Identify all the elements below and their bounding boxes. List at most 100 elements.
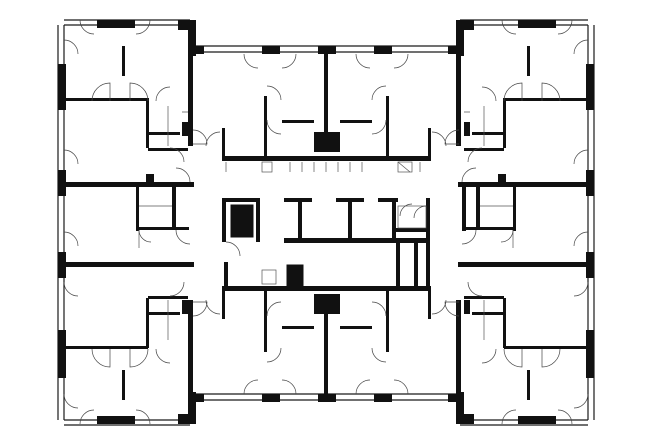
shaft (314, 294, 340, 314)
column (456, 392, 464, 424)
door-swing (155, 348, 171, 364)
door-swing (175, 229, 191, 245)
column (262, 46, 280, 54)
stair-box (230, 204, 254, 238)
door-swing (399, 203, 413, 217)
partition (222, 286, 225, 319)
column (58, 170, 66, 196)
partition (503, 98, 506, 148)
thin-partitions (138, 106, 514, 340)
partition (386, 96, 389, 160)
partition (136, 187, 139, 231)
door-swing (444, 301, 460, 317)
door-swing (393, 53, 409, 69)
partition (428, 128, 431, 161)
door-swing (481, 348, 497, 364)
door-swing (467, 147, 483, 163)
partition (527, 370, 530, 400)
core-wall (224, 262, 228, 290)
door-swing (266, 119, 282, 135)
unit-wall (64, 182, 194, 187)
core-wall (378, 198, 398, 202)
door-swing (135, 409, 151, 425)
partition (122, 370, 125, 400)
partition (464, 296, 504, 299)
duct (146, 174, 154, 184)
structural-walls (58, 20, 594, 424)
column (97, 416, 135, 424)
door-swing (573, 39, 589, 55)
core-wall (284, 238, 430, 243)
partition (264, 288, 267, 352)
column (58, 330, 66, 378)
corridor-wall (188, 300, 193, 394)
door-swing (63, 393, 79, 409)
door-swing (431, 131, 447, 147)
column (262, 394, 280, 402)
column (178, 414, 196, 424)
core-wall (396, 228, 428, 232)
door-swing (371, 85, 387, 101)
core-wall (426, 198, 430, 288)
door-swing (169, 147, 185, 163)
door-swing (371, 301, 387, 317)
core-wall (348, 198, 352, 240)
column (58, 64, 66, 110)
door-swing (63, 231, 79, 247)
door-swing (371, 119, 387, 135)
duct (464, 122, 470, 136)
door-swing (129, 348, 149, 368)
door-swing (63, 149, 79, 165)
partition (472, 132, 506, 135)
column (374, 394, 392, 402)
column (518, 20, 556, 28)
door-swing (129, 82, 149, 102)
fixture (397, 161, 413, 173)
partition (476, 187, 480, 227)
door-swing (573, 393, 589, 409)
fixture (167, 106, 188, 146)
door-swing (79, 19, 95, 35)
door-swing (266, 301, 282, 317)
door-swing (355, 53, 371, 69)
door-swing (266, 85, 282, 101)
column (58, 252, 66, 278)
door-swing (541, 348, 561, 368)
unit-wall (458, 262, 588, 267)
partition (472, 312, 506, 315)
door-swing (205, 299, 221, 315)
partition (282, 326, 314, 329)
partition (64, 98, 148, 101)
fixture (138, 205, 514, 248)
corridor-wall (456, 300, 461, 394)
duct (182, 122, 188, 136)
door-swing (557, 409, 573, 425)
column (318, 394, 336, 402)
column (196, 394, 204, 402)
column (448, 46, 456, 54)
partition (462, 187, 466, 231)
column (456, 20, 474, 30)
door-swing (393, 379, 409, 395)
door-swing (205, 131, 221, 147)
door-swing (503, 348, 523, 368)
partition (172, 187, 176, 227)
door-swing (573, 231, 589, 247)
door-swing (573, 281, 589, 297)
core-wall (222, 198, 260, 202)
partition (64, 346, 148, 349)
duct (498, 174, 506, 184)
fixture (225, 162, 421, 172)
stair-box (286, 264, 304, 290)
column (97, 20, 135, 28)
door-swing (431, 299, 447, 315)
door-swing (91, 82, 111, 102)
fixture (289, 161, 411, 173)
core-wall (222, 198, 226, 242)
door-swing (355, 379, 371, 395)
partition (146, 312, 180, 315)
partition (386, 288, 389, 352)
door-swing (192, 301, 208, 317)
column (196, 46, 204, 54)
